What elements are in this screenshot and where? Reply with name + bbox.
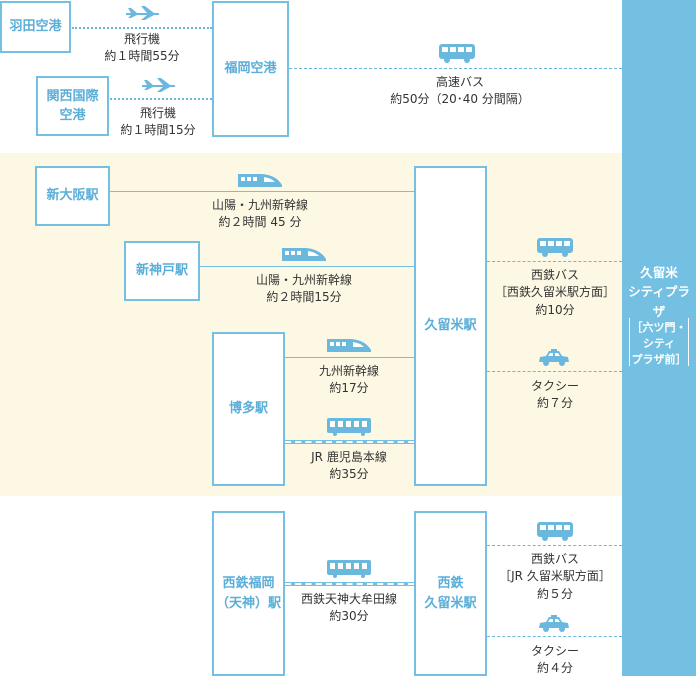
kobe-shinkansen-label: 山陽・九州新幹線 約２時間15分 xyxy=(255,273,352,305)
hakata-jr-line xyxy=(285,440,414,444)
destination-name: 久留米 シティプラザ xyxy=(628,265,690,319)
airplane-icon xyxy=(125,6,161,20)
kansai-route-label: 飛行機 約１時間15分 xyxy=(120,106,196,138)
hakata-jr-label: JR 鹿児島本線 約35分 xyxy=(311,450,387,482)
nishitetsu-taxi-line xyxy=(487,636,622,637)
osaka-shinkansen-label: 山陽・九州新幹線 約２時間 45 分 xyxy=(211,198,308,230)
kurume-bus-label: 西鉄バス ［西鉄久留米駅方面］ 約10分 xyxy=(494,268,615,317)
train-icon xyxy=(327,418,371,436)
haneda-route-label: 飛行機 約１時間55分 xyxy=(104,32,180,64)
kurume-station-box: 久留米駅 xyxy=(414,166,487,486)
nishitetsu-taxi-label: タクシー 約４分 xyxy=(530,644,579,676)
shinkansen-icon xyxy=(282,246,326,262)
haneda-airport-box: 羽田空港 xyxy=(0,1,71,53)
destination-stop: ［六ツ門・ シティ プラザ前］ xyxy=(629,318,689,366)
kurume-taxi-line xyxy=(487,371,622,372)
kobe-shinkansen-line xyxy=(200,266,414,267)
kurume-bus-line xyxy=(487,261,622,262)
airport-bus-line xyxy=(289,68,622,69)
nishitetsu-bus-label: 西鉄バス ［JR 久留米駅方面］ 約５分 xyxy=(499,552,611,601)
nishitetsu-bus-line xyxy=(487,545,622,546)
destination-column: 久留米 シティプラザ ［六ツ門・ シティ プラザ前］ xyxy=(622,0,696,676)
shinkansen-icon xyxy=(327,337,371,353)
nishitetsu-kurume-station-box: 西鉄久留米駅 xyxy=(414,511,487,676)
hakata-shinkansen-label: 九州新幹線 約17分 xyxy=(318,364,379,396)
osaka-shinkansen-line xyxy=(110,191,414,192)
fukuoka-airport-box: 福岡空港 xyxy=(212,1,289,137)
airport-bus-label: 高速バス 約50分（20･40 分間隔） xyxy=(390,75,530,107)
airplane-icon xyxy=(141,78,177,92)
shin-osaka-station-box: 新大阪駅 xyxy=(35,166,110,226)
bus-icon xyxy=(537,238,573,258)
tenjin-omuta-line xyxy=(285,582,414,586)
shin-kobe-station-box: 新神戸駅 xyxy=(124,241,200,301)
bus-icon xyxy=(439,44,475,64)
shinkansen-icon xyxy=(238,172,282,188)
taxi-icon xyxy=(538,349,570,366)
nishitetsu-fukuoka-station-box: 西鉄福岡（天神）駅 xyxy=(212,511,285,676)
kansai-route-line xyxy=(110,98,212,100)
kurume-taxi-label: タクシー 約７分 xyxy=(530,379,579,411)
tenjin-omuta-label: 西鉄天神大牟田線 約30分 xyxy=(300,592,397,624)
train-icon xyxy=(327,560,371,578)
hakata-shinkansen-line xyxy=(285,357,414,358)
hakata-station-box: 博多駅 xyxy=(212,332,285,486)
kansai-airport-box: 関西国際空港 xyxy=(36,76,109,136)
haneda-route-line xyxy=(72,27,212,29)
taxi-icon xyxy=(538,615,570,632)
bus-icon xyxy=(537,522,573,542)
